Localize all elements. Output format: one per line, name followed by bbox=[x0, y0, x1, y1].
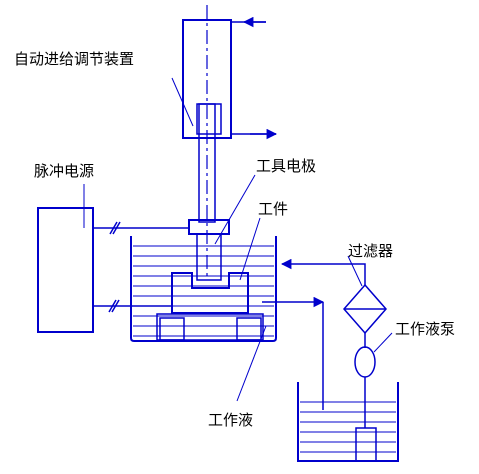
wire-break-1 bbox=[109, 221, 118, 235]
fixture-left bbox=[159, 317, 185, 341]
fluid-circuit bbox=[262, 258, 399, 462]
spindle bbox=[198, 103, 216, 223]
label-pump: 工作液泵 bbox=[395, 320, 455, 338]
label-workpiece: 工件 bbox=[258, 200, 288, 218]
workpiece-shape bbox=[171, 272, 249, 314]
tool-electrode bbox=[196, 233, 222, 281]
work-tank bbox=[130, 236, 277, 342]
label-pulse-power: 脉冲电源 bbox=[34, 162, 94, 180]
piston bbox=[196, 103, 222, 135]
wire-break-2 bbox=[108, 299, 117, 313]
fluid-lines bbox=[133, 245, 274, 337]
reservoir-fluid-lines bbox=[300, 401, 396, 453]
supply-line bbox=[280, 258, 366, 285]
tank-walls bbox=[130, 236, 277, 342]
fixture-right bbox=[236, 317, 262, 341]
wire-break-1b bbox=[112, 221, 121, 235]
label-filter: 过滤器 bbox=[348, 242, 393, 260]
wire-break-2b bbox=[111, 299, 120, 313]
label-feed-device: 自动进给调节装置 bbox=[14, 50, 134, 68]
power-box bbox=[37, 207, 94, 333]
reservoir bbox=[297, 382, 399, 462]
tool-electrode-assembly bbox=[188, 103, 230, 281]
pulse-power-supply bbox=[37, 207, 189, 333]
pump-symbol bbox=[354, 346, 376, 378]
label-fluid: 工作液 bbox=[208, 411, 253, 429]
leader-lines bbox=[83, 77, 393, 402]
pump-intake bbox=[355, 427, 377, 462]
label-tool-electrode: 工具电极 bbox=[256, 157, 316, 175]
